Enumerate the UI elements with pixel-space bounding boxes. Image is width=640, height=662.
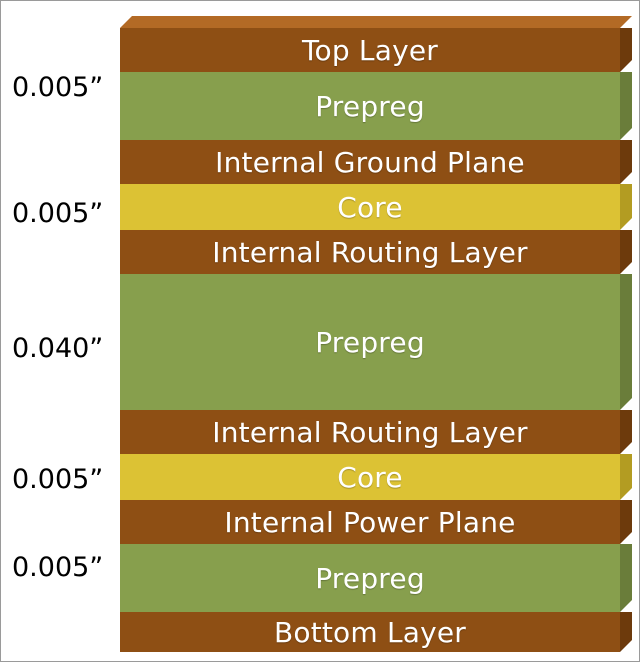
thickness-label-core-1: 0.005” [12,198,104,229]
layer-label: Internal Power Plane [224,505,516,539]
layer-label: Internal Routing Layer [212,415,528,449]
thickness-label-prepreg-2: 0.040” [12,333,104,364]
layer-internal-power-plane: Internal Power Plane [120,500,620,544]
layer-label: Internal Ground Plane [215,145,525,179]
layer-label: Bottom Layer [273,615,467,649]
layer-bottom: Bottom Layer [120,612,620,652]
layer-label: Internal Routing Layer [212,235,528,269]
layer-core-1: Core [120,184,620,230]
thickness-label-prepreg-3: 0.005” [12,552,104,583]
layer-label: Core [337,190,403,224]
layer-prepreg-1: Prepreg [120,72,620,140]
layer-prepreg-2: Prepreg [120,274,620,410]
stack-top-face [120,16,632,28]
layer-top: Top Layer [120,28,620,72]
layer-label: Prepreg [315,325,425,359]
thickness-label-prepreg-1: 0.005” [12,72,104,103]
layer-label: Top Layer [301,33,439,67]
layer-label: Prepreg [315,89,425,123]
thickness-label-core-2: 0.005” [12,464,104,495]
layer-core-2: Core [120,454,620,500]
layer-internal-routing-2: Internal Routing Layer [120,410,620,454]
layer-internal-routing-1: Internal Routing Layer [120,230,620,274]
layer-label: Core [337,460,403,494]
layer-prepreg-3: Prepreg [120,544,620,612]
layer-label: Prepreg [315,561,425,595]
layer-internal-ground-plane: Internal Ground Plane [120,140,620,184]
